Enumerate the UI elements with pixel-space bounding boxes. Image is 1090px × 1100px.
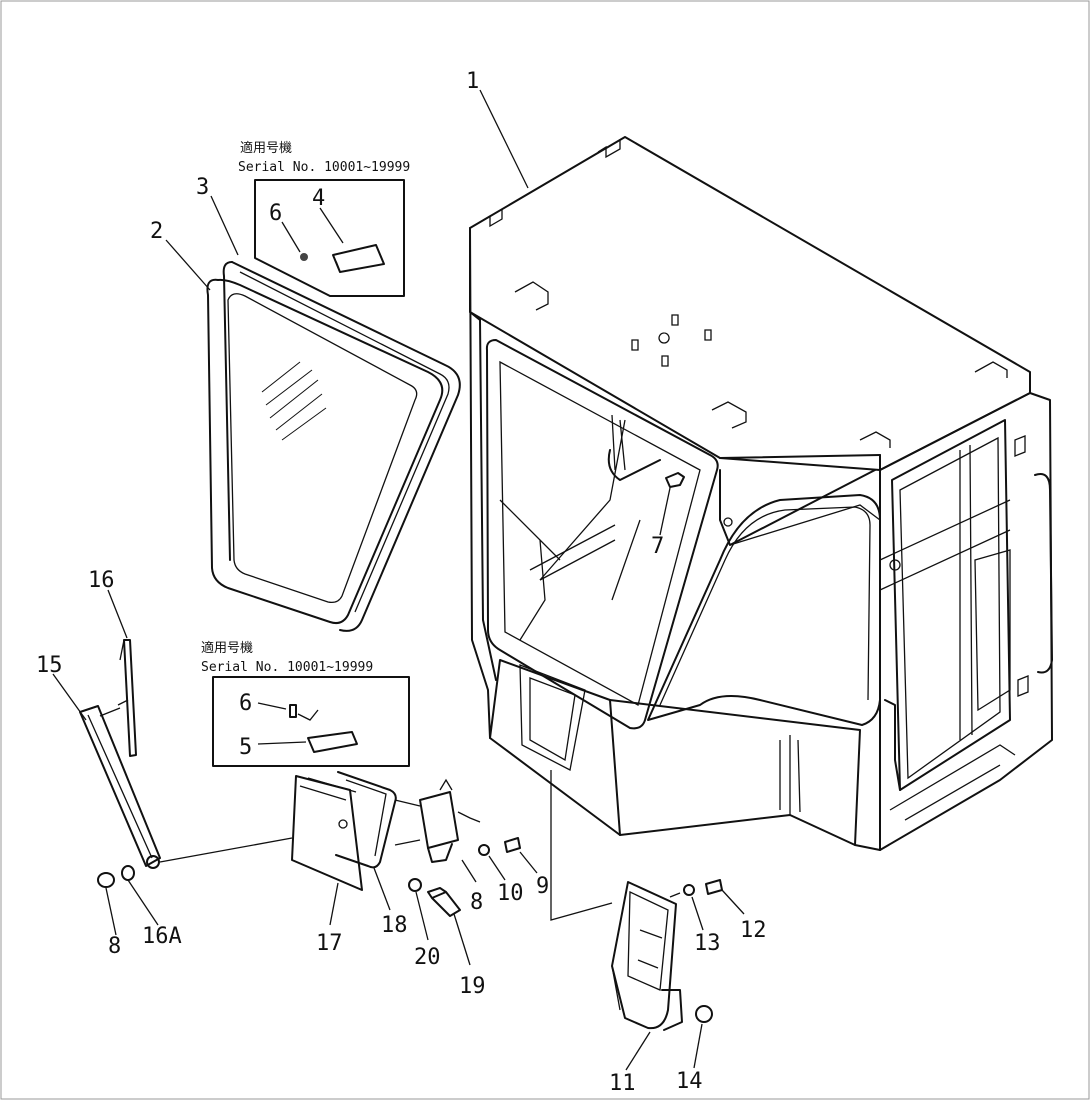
note-lower-line2: Serial No. 10001~19999 <box>201 660 373 675</box>
callout-19: 19 <box>459 974 486 999</box>
callout-18: 18 <box>381 913 408 938</box>
callout-16a: 16A <box>142 924 182 949</box>
duct-assembly <box>550 770 723 1031</box>
wiper-assembly <box>79 639 293 888</box>
part-10-washer <box>478 844 490 856</box>
callout-2: 2 <box>150 219 163 244</box>
note-upper: 適用号機 Serial No. 10001~19999 <box>238 140 410 297</box>
part-13-washer <box>683 884 695 896</box>
callout-20: 20 <box>414 945 441 970</box>
note-lower: 適用号機 Serial No. 10001~19999 <box>201 640 410 767</box>
part-16a-washer <box>121 865 135 881</box>
callout-15: 15 <box>36 653 63 678</box>
part-20-washer <box>408 878 422 892</box>
callout-6-upper: 6 <box>269 201 282 226</box>
note-upper-line1: 適用号機 <box>240 140 292 156</box>
part-6-screw-lower <box>289 704 297 718</box>
callout-labels: 1 2 3 4 5 6 6 7 8 8 9 10 11 12 13 14 15 … <box>36 69 767 1096</box>
leader-lines <box>52 89 745 1071</box>
part-4-bracket <box>332 244 385 273</box>
callout-14: 14 <box>676 1069 703 1094</box>
part-9-bolt <box>504 837 521 853</box>
callout-11: 11 <box>609 1071 636 1096</box>
callout-17: 17 <box>316 931 343 956</box>
callout-4: 4 <box>312 186 325 211</box>
callout-6-lower: 6 <box>239 691 252 716</box>
part-17-cover <box>291 775 363 891</box>
callout-1: 1 <box>466 69 479 94</box>
wiper-motor-assembly <box>291 771 521 917</box>
callout-5: 5 <box>239 735 252 760</box>
side-window-assembly <box>206 261 461 632</box>
callout-8-left: 8 <box>108 934 121 959</box>
callout-7: 7 <box>651 534 664 559</box>
part-18-gasket <box>335 771 397 869</box>
part-12-bolt <box>705 879 723 895</box>
callout-3: 3 <box>196 175 209 200</box>
part-11-duct <box>611 881 677 1030</box>
part-14-nut <box>695 1005 713 1023</box>
part-7-plug <box>665 472 685 488</box>
part-19-bolt <box>427 887 461 917</box>
part-8-nut-left <box>97 872 115 888</box>
callout-8-right: 8 <box>470 890 483 915</box>
note-lower-line1: 適用号機 <box>201 640 253 656</box>
callout-16: 16 <box>88 568 115 593</box>
part-5-bracket <box>307 731 358 753</box>
callout-9: 9 <box>536 874 549 899</box>
cab-frame <box>469 136 1053 851</box>
part-6-screw-upper <box>300 253 308 261</box>
callout-10: 10 <box>497 881 524 906</box>
part-8-motor <box>419 791 459 849</box>
note-upper-line2: Serial No. 10001~19999 <box>238 160 410 175</box>
callout-12: 12 <box>740 918 767 943</box>
callout-13: 13 <box>694 931 721 956</box>
